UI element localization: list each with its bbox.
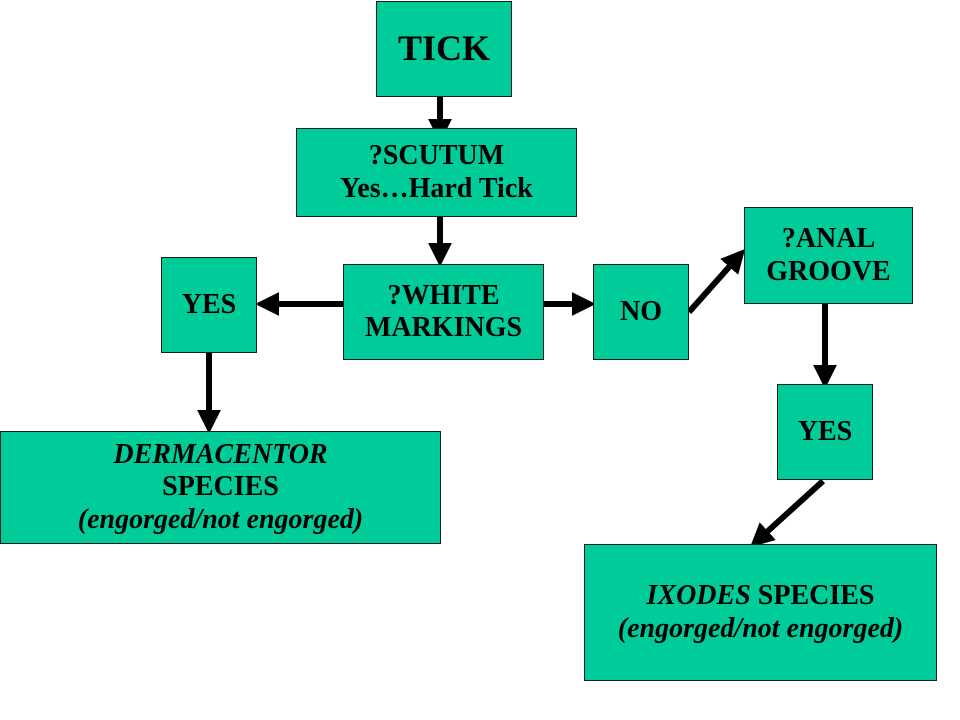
anal-groove-subject: GROOVE: [766, 255, 891, 287]
arrow-no-to-anal-groove: [686, 248, 746, 314]
ixodes-node: IXODES SPECIES (engorged/not engorged): [584, 544, 937, 681]
ixodes-species: SPECIES: [750, 580, 875, 612]
dermacentor-genus: DERMACENTOR: [113, 439, 328, 471]
no-node: NO: [593, 264, 689, 360]
tick-label: TICK: [397, 28, 491, 69]
dermacentor-species: SPECIES: [162, 471, 279, 503]
dermacentor-engorged-note: (engorged/not engorged): [77, 503, 364, 535]
anal-groove-node: ?ANAL GROOVE: [744, 207, 913, 304]
no-label: NO: [620, 295, 662, 327]
tick-node: TICK: [376, 1, 512, 97]
white-markings-subject: MARKINGS: [364, 312, 523, 343]
anal-groove-question: ?ANAL: [781, 223, 876, 255]
yes-left-label: YES: [181, 288, 237, 320]
ixodes-engorged-note: (engorged/not engorged): [617, 612, 904, 644]
yes-right-label: YES: [797, 415, 853, 447]
yes-right-node: YES: [777, 384, 873, 480]
scutum-question: ?SCUTUM: [368, 140, 505, 172]
white-markings-question: ?WHITE: [387, 279, 500, 311]
scutum-answer: Yes…Hard Tick: [340, 172, 533, 204]
arrow-yes-right-to-ixodes: [750, 478, 826, 548]
white-markings-node: ?WHITE MARKINGS: [343, 264, 544, 360]
ixodes-title: IXODES SPECIES: [647, 580, 875, 612]
scutum-node: ?SCUTUM Yes…Hard Tick: [296, 128, 577, 217]
dermacentor-node: DERMACENTOR SPECIES (engorged/not engorg…: [0, 431, 441, 544]
yes-left-node: YES: [161, 257, 257, 353]
ixodes-genus: IXODES: [646, 580, 751, 612]
